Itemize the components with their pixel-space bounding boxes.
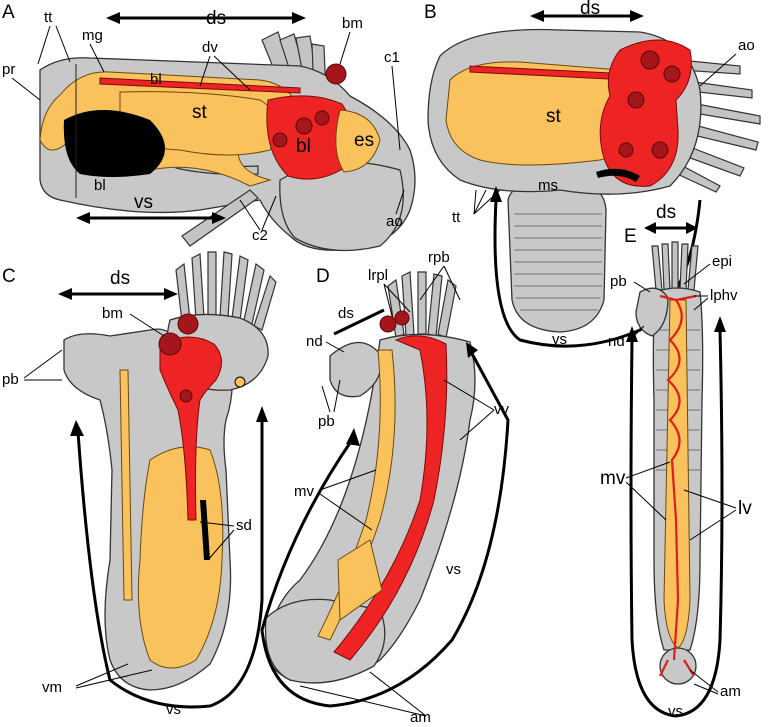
label-b-vs: vs [552, 331, 567, 348]
panel-c-red-body [158, 332, 182, 356]
label-a-ao: ao [386, 213, 403, 230]
label-e-mv: mv [600, 468, 626, 489]
panel-d-letter: D [316, 266, 330, 287]
panel-e: E ds epi pb lphv nd mv lv am [600, 202, 752, 720]
panel-c-tentacles [175, 251, 277, 331]
label-c-vs: vs [166, 701, 181, 718]
label-a-vs: vs [134, 192, 153, 213]
panel-e-gut [663, 299, 691, 649]
label-a-tt: tt [44, 9, 53, 26]
label-b-ao: ao [738, 37, 755, 54]
panel-c-annotation-lines [23, 288, 268, 709]
label-d-vs: vs [446, 561, 461, 578]
panel-d-ampulla [264, 598, 386, 684]
label-a-bl-bottom: bl [94, 177, 106, 194]
panel-d-ovary [337, 539, 383, 621]
panel-e-letter: E [624, 226, 637, 247]
panel-d: D rpb lrpl ds nd pb vv mv vs am [260, 249, 510, 726]
panel-b-red-body [640, 50, 660, 70]
label-c-sd: sd [236, 517, 252, 534]
label-b-tt: tt [452, 209, 461, 226]
label-a-es: es [354, 130, 374, 151]
panel-b-trunk [507, 177, 607, 333]
label-e-epi: epi [712, 253, 732, 270]
label-c-ds: ds [110, 268, 130, 289]
panel-b: B ds [424, 0, 761, 348]
panel-e-annotation-lines [625, 222, 737, 718]
panel-e-nd-lobe [635, 287, 669, 337]
label-c-bm: bm [102, 305, 123, 322]
label-e-pb: pb [610, 273, 627, 290]
label-b-st: st [546, 106, 562, 127]
panel-a-letter: A [2, 2, 15, 23]
label-a-dv: dv [202, 39, 218, 56]
panel-d-vessel [333, 335, 448, 661]
label-c-pb: pb [2, 371, 19, 388]
panel-d-annotation-lines [260, 265, 510, 717]
label-d-mv: mv [294, 483, 314, 500]
panel-a: A tt ds bm mg d [2, 2, 416, 252]
label-e-nd: nd [608, 333, 625, 350]
panel-e-vessel [659, 294, 697, 677]
label-a-bm: bm [342, 15, 363, 32]
label-a-st: st [192, 102, 208, 123]
label-d-pb: pb [318, 413, 335, 430]
label-a-bl-top: bl [150, 71, 162, 88]
panel-a-bm-blob [325, 63, 347, 85]
panel-c-letter: C [2, 266, 16, 287]
panel-b-trunk-rings [514, 213, 602, 311]
label-a-c1: c1 [384, 49, 400, 66]
label-d-nd: nd [306, 333, 323, 350]
panel-a-annotation-lines [11, 12, 405, 231]
panel-d-red-body [379, 315, 397, 333]
label-e-lv: lv [738, 498, 752, 519]
label-d-lrpl: lrpl [368, 267, 388, 284]
label-b-ms: ms [538, 177, 558, 194]
label-e-lphv: lphv [710, 287, 738, 304]
label-a-mg: mg [82, 27, 103, 44]
panel-c: C ds bm pb sd vm vs [2, 251, 277, 718]
panel-c-vessel [159, 336, 222, 521]
panel-a-black-tissue [63, 110, 165, 177]
label-b-ds: ds [580, 0, 600, 19]
label-a-pr: pr [2, 61, 15, 78]
label-a-ms: ms [112, 134, 137, 155]
panel-a-esophagus [335, 109, 381, 173]
panel-d-tentacles [387, 271, 457, 339]
label-a-c2: c2 [252, 227, 268, 244]
label-d-rpb: rpb [428, 249, 450, 266]
label-a-bl-mid: bl [296, 136, 311, 157]
label-d-ds: ds [338, 305, 354, 322]
panel-b-letter: B [424, 2, 437, 23]
label-c-vm: vm [42, 679, 62, 696]
label-a-c3: c3 [84, 155, 100, 172]
label-e-am: am [720, 683, 741, 700]
label-e-ds: ds [656, 202, 676, 223]
